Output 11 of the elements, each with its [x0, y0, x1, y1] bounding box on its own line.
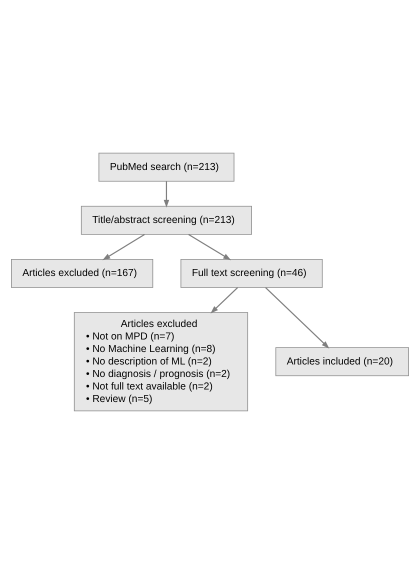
node-box: PubMed search (n=213): [98, 152, 234, 182]
arrow: [188, 233, 232, 260]
arrow: [164, 181, 170, 208]
arrow: [210, 286, 238, 314]
node-box: Articles included (n=20): [275, 346, 409, 376]
arrow: [265, 286, 330, 348]
node-box: Articles excluded (n=167): [11, 258, 154, 288]
arrow: [102, 234, 145, 260]
node-box: Title/abstract screening (n=213): [80, 205, 252, 234]
node-box: Full text screening (n=46): [180, 258, 323, 288]
node-box: Articles excluded • Not on MPD (n=7) • No Machine Learning (n=8) • No description of ML (n=2) • No diagnosis / prognosis (n=2) • Not full text available (n=2) • Review (n=5): [74, 312, 248, 411]
